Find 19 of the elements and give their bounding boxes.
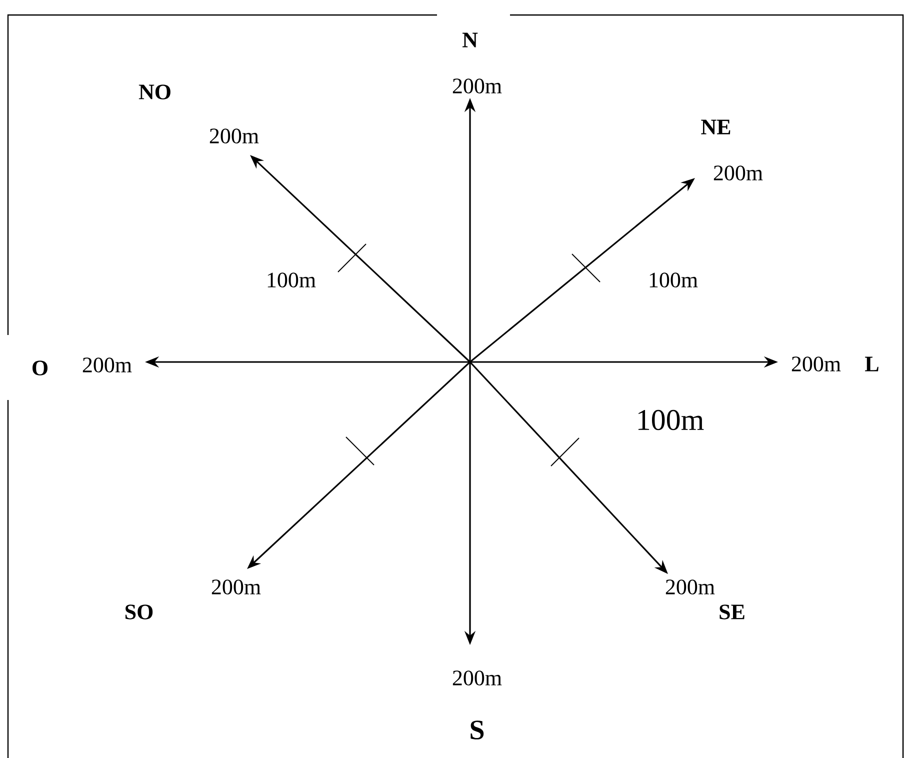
direction-label: NO — [138, 84, 170, 100]
direction-label: N — [462, 32, 478, 48]
distance-label: 100m — [268, 272, 316, 288]
distance-label: 200m — [666, 580, 715, 594]
distance-label: 200m — [452, 78, 502, 94]
distance-label: 200m — [792, 356, 841, 372]
distance-label: 100m — [650, 272, 698, 288]
direction-label: L — [865, 356, 878, 372]
direction-label: SE — [720, 604, 744, 620]
distance-label: 200m — [210, 128, 259, 144]
distance-label: 100m — [638, 410, 704, 430]
distance-label: 200m — [714, 166, 763, 180]
direction-label: S — [470, 720, 484, 740]
direction-label: O — [32, 360, 48, 376]
direction-label: SO — [126, 604, 153, 620]
distance-label: 200m — [212, 580, 261, 594]
distance-label: 200m — [452, 670, 502, 686]
distance-label: 200m — [82, 358, 132, 372]
direction-label: NE — [701, 120, 730, 134]
